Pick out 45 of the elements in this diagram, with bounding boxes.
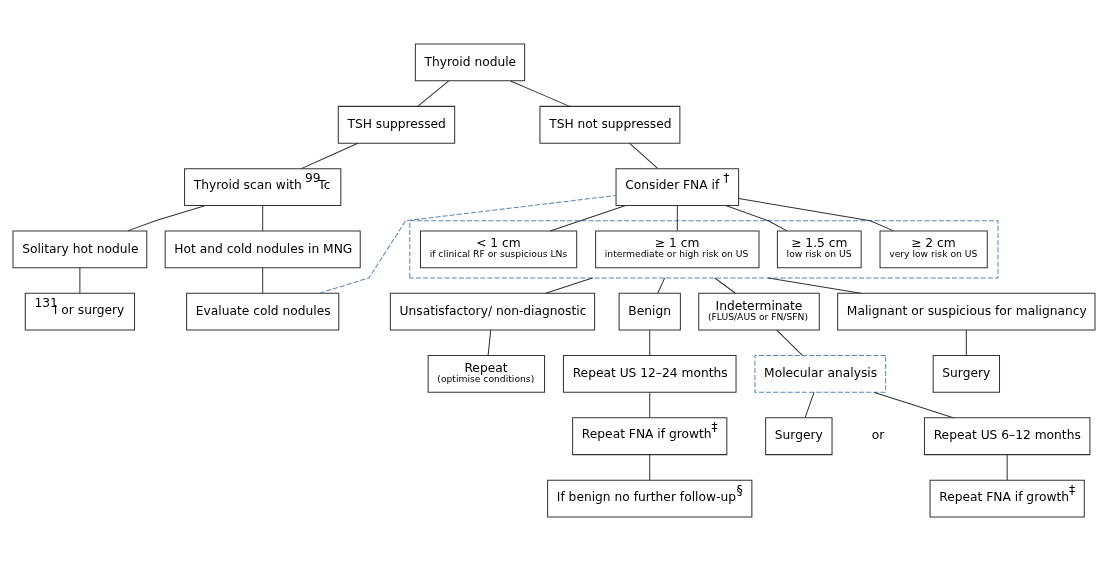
node-box: TSH not suppressed bbox=[539, 105, 681, 144]
node-box: ≥ 1.5 cm low risk on US bbox=[776, 230, 862, 269]
node-box: Benign bbox=[618, 292, 681, 331]
node-box: Unsatisfactory/ non-diagnostic bbox=[389, 292, 596, 331]
node-box: Repeat US 6–12 months bbox=[923, 417, 1091, 456]
node-box: Thyroid nodule bbox=[414, 43, 526, 82]
node-box: Molecular analysis bbox=[754, 355, 887, 393]
connector bbox=[79, 267, 81, 294]
connector bbox=[714, 277, 736, 294]
node-box: Repeat US 12–24 months bbox=[562, 355, 737, 393]
connector bbox=[649, 454, 651, 481]
node-box: Surgery bbox=[932, 355, 1000, 393]
connector bbox=[509, 80, 571, 107]
connector bbox=[487, 329, 492, 356]
connector bbox=[776, 329, 803, 356]
connector bbox=[318, 194, 617, 294]
connector bbox=[804, 391, 815, 419]
connector bbox=[649, 391, 651, 419]
connector bbox=[417, 80, 450, 107]
node-box: Evaluate cold nodules bbox=[186, 292, 340, 331]
node-box: Hot and cold nodules in MNG bbox=[164, 230, 361, 269]
node-box: Indeterminate (FLUS/AUS or FN/SFN) bbox=[698, 292, 820, 331]
connector bbox=[649, 329, 651, 356]
connector bbox=[628, 142, 659, 169]
node-box: < 1 cm if clinical RF or suspicious LNs bbox=[419, 230, 578, 269]
node-box: Malignant or suspicious for malignancy bbox=[837, 292, 1096, 331]
label: or bbox=[871, 428, 885, 443]
node-box: Solitary hot nodule bbox=[12, 230, 148, 269]
connector bbox=[965, 329, 967, 356]
connector bbox=[1006, 454, 1008, 481]
node-box: Surgery bbox=[765, 417, 833, 456]
connector bbox=[676, 205, 678, 232]
connector bbox=[262, 267, 264, 294]
connector bbox=[300, 142, 359, 170]
connector bbox=[657, 277, 666, 294]
connector bbox=[725, 204, 788, 232]
connector bbox=[262, 205, 264, 232]
cluster bbox=[409, 220, 999, 279]
node-box: TSH suppressed bbox=[337, 105, 456, 144]
node-box: Repeat (optimise conditions) bbox=[427, 355, 546, 393]
connector bbox=[767, 277, 862, 294]
connector bbox=[127, 204, 207, 232]
node-box: ≥ 1 cm intermediate or high risk on US bbox=[595, 230, 760, 269]
node-box: ≥ 2 cm very low risk on US bbox=[879, 230, 988, 269]
connector bbox=[873, 391, 954, 419]
